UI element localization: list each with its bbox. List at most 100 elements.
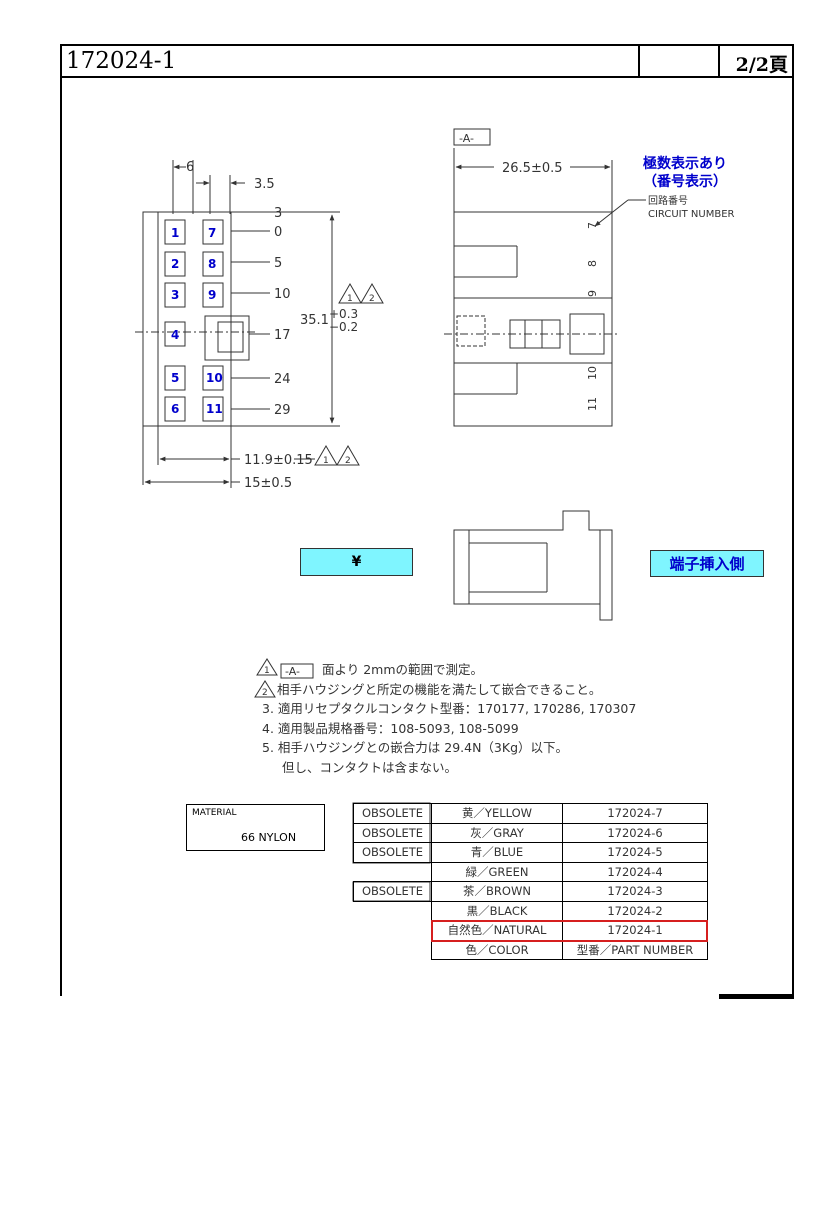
- title-bar: 172024-1 2/2頁: [60, 44, 794, 78]
- material-value: 66 NYLON: [241, 831, 297, 844]
- dim-tol-plus: +0.3: [329, 307, 358, 321]
- flag-1: 1: [347, 294, 353, 304]
- flag-1: 1: [323, 456, 329, 466]
- material-box: MATERIAL 66 NYLON: [186, 804, 325, 851]
- yen-label: ¥: [300, 548, 413, 576]
- dim-width-11-9: 11.9±0.15: [244, 453, 313, 468]
- status-cell: [354, 862, 432, 882]
- dim-0: 0: [274, 225, 282, 240]
- side-pin-number: 10: [586, 366, 599, 380]
- part-number-cell: 172024-1: [562, 920, 708, 941]
- dim-10: 10: [274, 287, 291, 302]
- color-cell: 灰／GRAY: [431, 822, 563, 843]
- dim-24: 24: [274, 372, 291, 387]
- circuit-note-jp: 回路番号: [648, 194, 688, 207]
- pin-number: 3: [171, 288, 179, 302]
- status-cell: [354, 921, 432, 941]
- flag-1: 1: [264, 666, 270, 676]
- part-number-cell: 型番／PART NUMBER: [562, 939, 708, 960]
- status-cell: OBSOLETE: [353, 842, 432, 863]
- status-cell: [354, 901, 432, 921]
- dim-width-15: 15±0.5: [244, 476, 292, 491]
- terminal-side-label: 端子挿入側: [650, 550, 764, 577]
- pin-number: 7: [208, 226, 216, 240]
- circuit-note-title: 極数表示あり: [643, 155, 727, 172]
- part-number-cell: 172024-3: [562, 881, 708, 902]
- color-cell: 茶／BROWN: [431, 881, 563, 902]
- pin-number: 8: [208, 257, 216, 271]
- notes: 面より 2mmの範囲で測定。 相手ハウジングと所定の機能を満たして嵌合できること…: [255, 660, 636, 778]
- side-pin-number: 7: [586, 222, 599, 229]
- color-cell: 青／BLUE: [431, 842, 563, 863]
- pin-number: 11: [206, 402, 223, 416]
- dim-6: 6: [186, 160, 194, 175]
- datum-a: -A-: [459, 132, 474, 145]
- color-cell: 緑／GREEN: [431, 861, 563, 882]
- page-indicator: 2/2頁: [735, 54, 788, 76]
- selected-row-highlight: [431, 920, 708, 942]
- part-number-cell: 172024-6: [562, 822, 708, 843]
- part-number-cell: 172024-5: [562, 842, 708, 863]
- bottom-view-outline: [453, 510, 613, 621]
- flag-2: 2: [262, 688, 268, 698]
- pin-number: 1: [171, 226, 179, 240]
- pin-number: 2: [171, 257, 179, 271]
- side-pin-number: 8: [586, 260, 599, 267]
- status-cell: OBSOLETE: [353, 803, 432, 824]
- part-number-cell: 172024-2: [562, 900, 708, 921]
- material-label: MATERIAL: [192, 808, 237, 818]
- note-4: 4. 適用製品規格番号：108-5093, 108-5099: [262, 720, 519, 736]
- pin-number: 10: [206, 371, 223, 385]
- dim-17: 17: [274, 328, 291, 343]
- dim-3: 3: [274, 206, 282, 221]
- color-cell: 黄／YELLOW: [431, 803, 563, 824]
- circuit-note-en: CIRCUIT NUMBER: [648, 209, 735, 220]
- side-pin-number: 9: [586, 290, 599, 297]
- title-divider: [718, 46, 720, 76]
- flag-2: 2: [345, 456, 351, 466]
- status-cell: OBSOLETE: [353, 822, 432, 843]
- pin-number: 6: [171, 402, 179, 416]
- note-5-cont: 但し、コンタクトは含まない。: [282, 759, 458, 775]
- status-cell: [354, 940, 432, 960]
- side-pin-number: 11: [586, 397, 599, 411]
- datum-a-note: -A-: [285, 665, 300, 678]
- pin-number: 5: [171, 371, 179, 385]
- side-view-outline: [453, 211, 613, 427]
- circuit-note-subtitle: （番号表示）: [643, 173, 727, 190]
- part-number-title: 172024-1: [66, 48, 177, 74]
- dim-tol-minus: −0.2: [329, 320, 358, 334]
- drawing-sheet: [60, 44, 794, 996]
- pin-number: 4: [171, 328, 179, 342]
- note-5: 5. 相手ハウジングとの嵌合力は 29.4N（3Kg）以下。: [262, 740, 569, 756]
- status-cell: OBSOLETE: [353, 881, 432, 902]
- note-1: 面より 2mmの範囲で測定。: [322, 662, 484, 677]
- part-number-cell: 172024-4: [562, 861, 708, 882]
- dim-height: 35.1: [300, 313, 329, 328]
- pin-number: 9: [208, 288, 216, 302]
- flag-2: 2: [369, 294, 375, 304]
- bottom-bar: [719, 994, 794, 999]
- part-number-cell: 172024-7: [562, 803, 708, 824]
- note-2: 相手ハウジングと所定の機能を満たして嵌合できること。: [277, 681, 602, 697]
- title-divider: [638, 46, 640, 76]
- dim-5: 5: [274, 256, 282, 271]
- color-cell: 色／COLOR: [431, 939, 563, 960]
- latch-outline: [204, 315, 250, 361]
- color-cell: 自然色／NATURAL: [431, 920, 563, 941]
- dim-26-5: 26.5±0.5: [502, 161, 563, 176]
- color-cell: 黒／BLACK: [431, 900, 563, 921]
- front-view-outline: [142, 211, 232, 427]
- note-3: 3. 適用リセプタクルコンタクト型番：170177, 170286, 17030…: [262, 701, 637, 717]
- dim-29: 29: [274, 403, 291, 418]
